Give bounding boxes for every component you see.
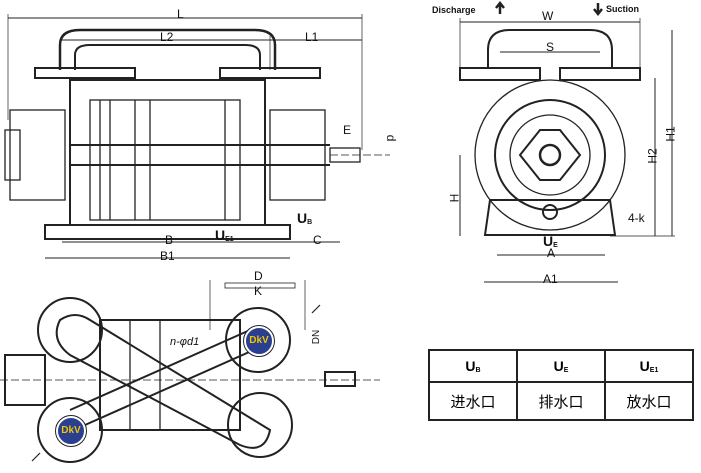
cell-drain: 放水口 [604, 381, 694, 421]
header-UE1: UE1 [604, 349, 694, 383]
dim-B1: B1 [160, 249, 175, 263]
header-main: U [639, 358, 650, 374]
header-main: U [553, 358, 564, 374]
label-UB-sub: B [307, 219, 313, 226]
label-UE: UE [543, 234, 558, 249]
header-UE: UE [516, 349, 606, 383]
dkv-logo: DkV [243, 325, 275, 357]
dim-p: p [382, 134, 397, 142]
dim-H: H [447, 193, 462, 203]
label-UE-main: U [543, 233, 554, 249]
cell-inlet: 进水口 [428, 381, 518, 421]
dim-n-d1: n-φd1 [170, 336, 200, 348]
dim-4k: 4-k [628, 211, 645, 225]
label-UB-main: U [297, 210, 308, 226]
header-sub: E1 [649, 367, 659, 374]
dim-H1: H1 [663, 126, 678, 142]
dim-S: S [546, 40, 555, 54]
dim-W: W [542, 9, 554, 23]
dim-D: D [254, 269, 263, 283]
dim-L2: L2 [160, 30, 174, 44]
label-UE-sub: E [553, 242, 558, 249]
dim-C: C [313, 233, 322, 247]
dim-A: A [547, 246, 556, 260]
dim-B: B [165, 233, 174, 247]
header-sub: B [475, 367, 481, 374]
cell-outlet: 排水口 [516, 381, 606, 421]
header-sub: E [563, 367, 569, 374]
dim-L1: L1 [305, 30, 319, 44]
label-UE1-sub: E1 [225, 236, 234, 243]
suction-label: Suction [606, 4, 639, 14]
dim-E: E [343, 123, 352, 137]
dim-L: L [177, 7, 184, 21]
header-main: U [465, 358, 476, 374]
label-UB: UB [297, 211, 312, 226]
dim-K: K [254, 284, 263, 298]
header-UB: UB [428, 349, 518, 383]
dim-A1: A1 [543, 272, 558, 286]
dim-DN: DN [311, 329, 323, 345]
legend-table: UB UE UE1 进水口 排水口 放水口 [428, 349, 694, 421]
discharge-label: Discharge [432, 5, 476, 15]
label-UE1-main: U [215, 227, 226, 243]
dim-H2: H2 [645, 148, 660, 164]
label-UE1: UE1 [215, 228, 234, 243]
dkv-logo: DkV [55, 415, 87, 447]
